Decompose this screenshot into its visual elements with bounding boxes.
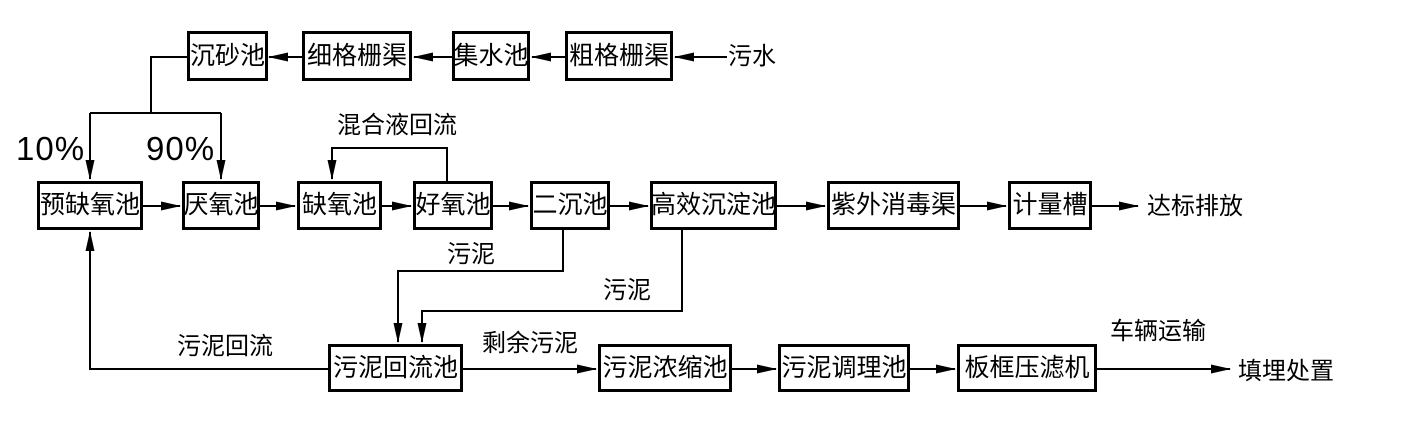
edge-sludge-return [85,231,328,370]
label-mixed-liquor-return: 混合液回流 [337,112,457,139]
label-split-90pct: 90% [146,130,216,167]
edge-grit-chamber-splitter [90,56,221,114]
label-landfill-disposal: 填埋处置 [1238,358,1334,385]
node-grit-chamber: 沉砂池 [187,31,268,81]
node-sludge-return-tank: 污泥回流池 [328,344,463,392]
label-vehicle-transport: 车辆运输 [1110,318,1206,345]
node-aerobic-tank: 好氧池 [413,181,493,230]
node-anoxic-tank: 缺氧池 [297,181,382,230]
node-plate-frame-filter-press: 板框压滤机 [957,344,1097,392]
node-measuring-flume: 计量槽 [1008,181,1092,230]
edge-mixed-liquor-return [327,147,448,181]
label-sludge-return: 污泥回流 [177,333,273,360]
node-pre-anoxic-tank: 预缺氧池 [37,181,143,230]
node-high-efficiency-clarifier: 高效沉淀池 [650,181,777,230]
node-collection-tank: 集水池 [452,31,530,81]
label-excess-sludge: 剩余污泥 [482,330,578,357]
node-sludge-thickener: 污泥浓缩池 [598,344,732,392]
label-influent: 污水 [728,43,776,70]
node-fine-screen: 细格栅渠 [302,31,412,81]
edge-sludge-high-eff-clarifier [417,230,683,343]
node-anaerobic-tank: 厌氧池 [182,181,260,230]
node-coarse-screen: 粗格栅渠 [565,31,673,81]
label-effluent-discharge: 达标排放 [1147,193,1243,220]
node-secondary-clarifier: 二沉池 [530,181,610,230]
node-sludge-conditioning-tank: 污泥调理池 [778,344,910,392]
edge-sludge-secondary-clarifier [393,230,564,343]
label-sludge-1: 污泥 [447,241,495,268]
label-split-10pct: 10% [16,130,86,167]
node-uv-disinfection-channel: 紫外消毒渠 [827,181,960,230]
label-sludge-2: 污泥 [603,277,651,304]
